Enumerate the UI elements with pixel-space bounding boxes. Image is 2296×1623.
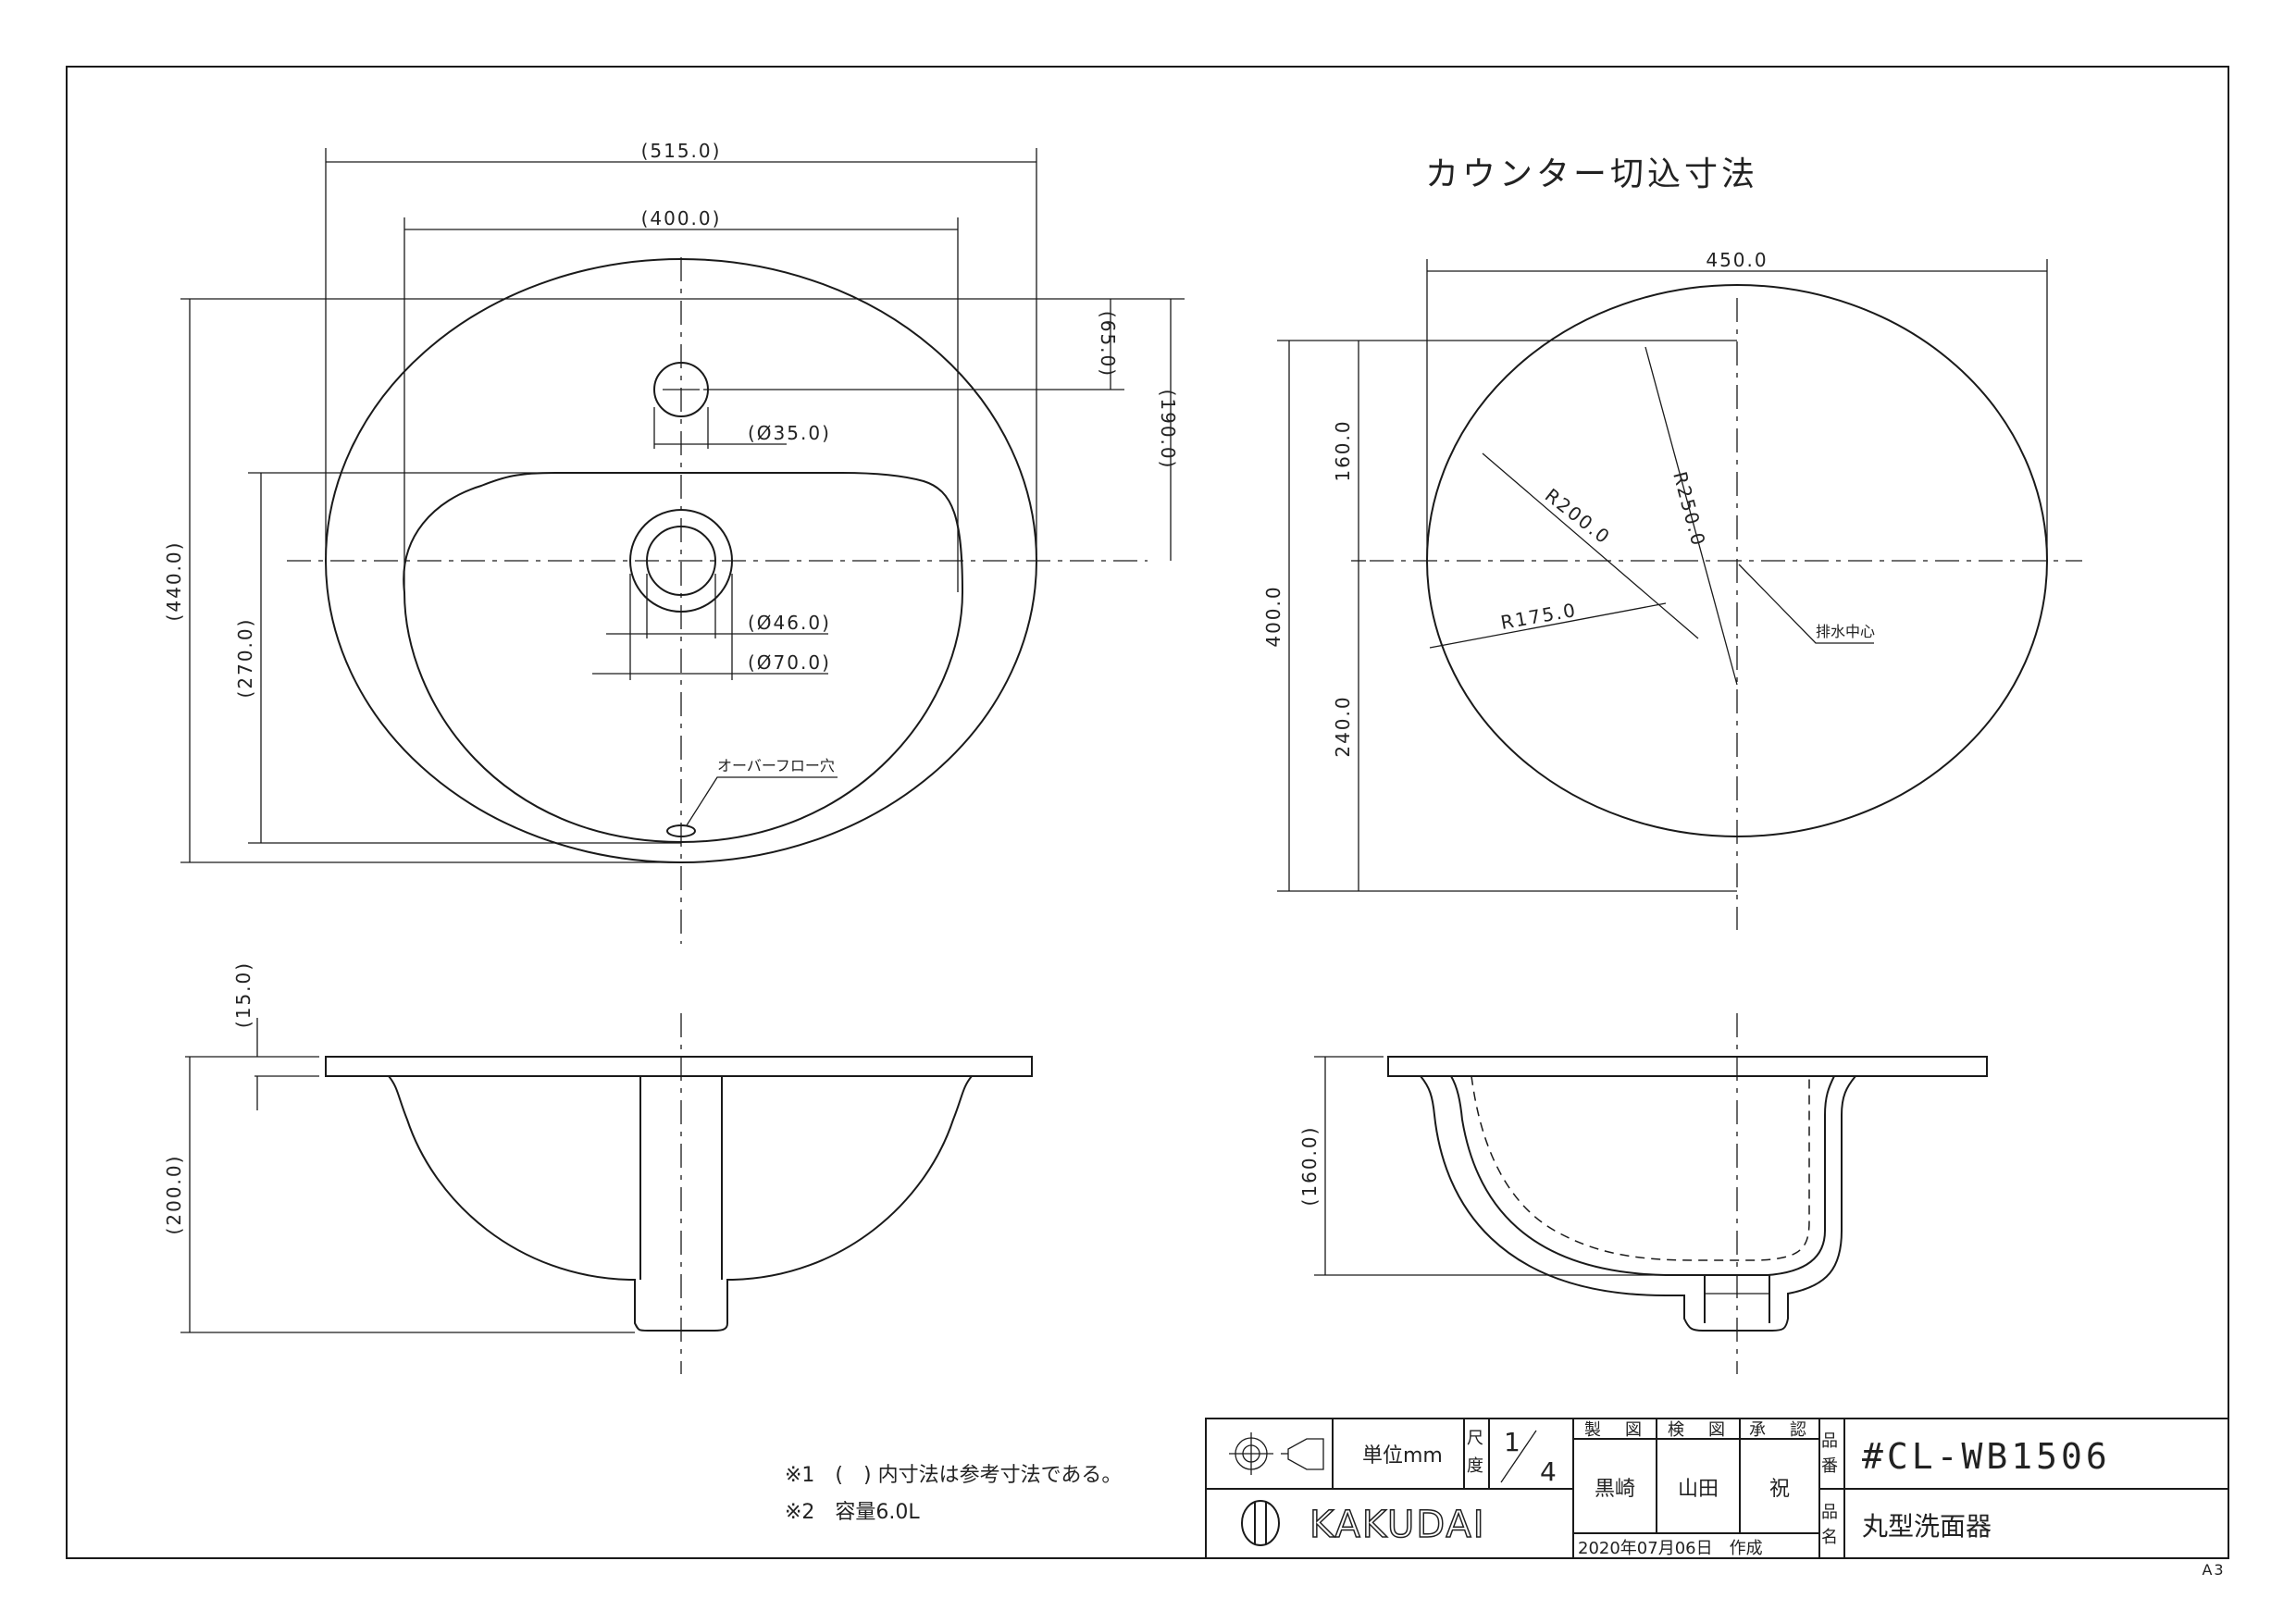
dim-side-height: (160.0)	[1298, 1126, 1321, 1207]
dim-r175: R175.0	[1499, 599, 1579, 634]
dim-cut-total: 400.0	[1262, 585, 1285, 647]
part-name: 丸型洗面器	[1862, 1511, 1992, 1542]
basin-bowl-outline	[403, 472, 964, 844]
unit-label: 単位mm	[1362, 1444, 1443, 1468]
part-no-label-2: 番	[1821, 1456, 1842, 1476]
top-view-dimensions: (515.0) (400.0) (65.0) (190.0) (Ø35.0) (…	[163, 140, 1185, 863]
drawing-border	[66, 66, 2229, 1559]
side-bowl-hidden	[1471, 1075, 1810, 1261]
dim-r200: R200.0	[1541, 484, 1615, 549]
scale-label-1: 尺	[1467, 1429, 1487, 1448]
radius-r175	[1429, 602, 1667, 649]
company-logo-text: KAKUDAI	[1309, 1504, 1486, 1546]
col-approved: 承 認	[1749, 1420, 1810, 1440]
top-view	[287, 257, 1148, 944]
note-1: ※1 ( ) 内寸法は参考寸法である。	[785, 1464, 1122, 1487]
part-name-label-1: 品	[1821, 1503, 1842, 1522]
radius-r250	[1644, 346, 1738, 686]
scale-label-2: 度	[1467, 1456, 1487, 1476]
col-drawn: 製 図	[1584, 1420, 1645, 1440]
drawing-date: 2020年07月06日 作成	[1578, 1539, 1763, 1558]
drawn-by: 黒崎	[1595, 1478, 1635, 1501]
bowl-profile	[388, 1075, 973, 1332]
dim-bowl-width: (400.0)	[641, 207, 722, 229]
dim-faucet-offset: (65.0)	[1097, 311, 1119, 378]
sheet-size: A3	[2202, 1561, 2225, 1579]
counter-cut-title: カウンター切込寸法	[1425, 155, 1758, 193]
part-name-label-2: 名	[1821, 1528, 1842, 1547]
dim-top-to-center: (190.0)	[1157, 390, 1179, 470]
scale-denominator: 4	[1540, 1456, 1557, 1487]
col-checked: 検 図	[1668, 1420, 1729, 1440]
radius-r200	[1482, 452, 1699, 639]
note-2: ※2 容量6.0L	[785, 1501, 920, 1524]
dim-drain-inner: (Ø46.0)	[748, 612, 831, 634]
kakudai-logo: KAKUDAI	[1241, 1500, 1486, 1547]
side-bowl-outer	[1420, 1075, 1856, 1332]
part-number: #CL-WB1506	[1862, 1436, 2111, 1477]
projection-symbol-icon	[1229, 1432, 1324, 1475]
side-rim-section	[1387, 1056, 1988, 1077]
checked-by: 山田	[1678, 1478, 1719, 1501]
title-block: 単位mm 尺 度 1 4 製 図 検 図 承 認 黒崎 山田 祝 2020年07…	[1205, 1418, 2229, 1559]
dim-r250: R250.0	[1669, 469, 1710, 550]
dim-cut-bottom: 240.0	[1332, 695, 1354, 757]
side-bowl-inner	[1450, 1075, 1835, 1276]
front-view: (15.0) (200.0)	[163, 961, 1033, 1374]
dim-cut-top: 160.0	[1332, 419, 1354, 481]
dim-overall-depth: (440.0)	[163, 541, 185, 622]
dim-bowl-depth: (270.0)	[234, 618, 256, 699]
side-view: (160.0)	[1298, 1013, 1988, 1374]
dim-faucet-hole: (Ø35.0)	[748, 422, 831, 444]
counter-cut-view: カウンター切込寸法 450.0 400.0 160.0 240.0 R200.0…	[1262, 155, 2082, 930]
part-no-label-1: 品	[1821, 1431, 1842, 1451]
rim-section	[325, 1056, 1033, 1077]
label-drain-center: 排水中心	[1816, 623, 1875, 640]
label-overflow-hole: オーバーフロー穴	[717, 757, 835, 774]
approved-by: 祝	[1769, 1478, 1790, 1501]
dim-drain-outer: (Ø70.0)	[748, 651, 831, 674]
dim-overall-width: (515.0)	[641, 140, 722, 162]
dim-bowl-height: (200.0)	[163, 1155, 185, 1235]
dim-cut-width: 450.0	[1706, 249, 1768, 271]
dim-rim-thickness: (15.0)	[232, 961, 254, 1028]
scale-numerator: 1	[1504, 1427, 1520, 1457]
